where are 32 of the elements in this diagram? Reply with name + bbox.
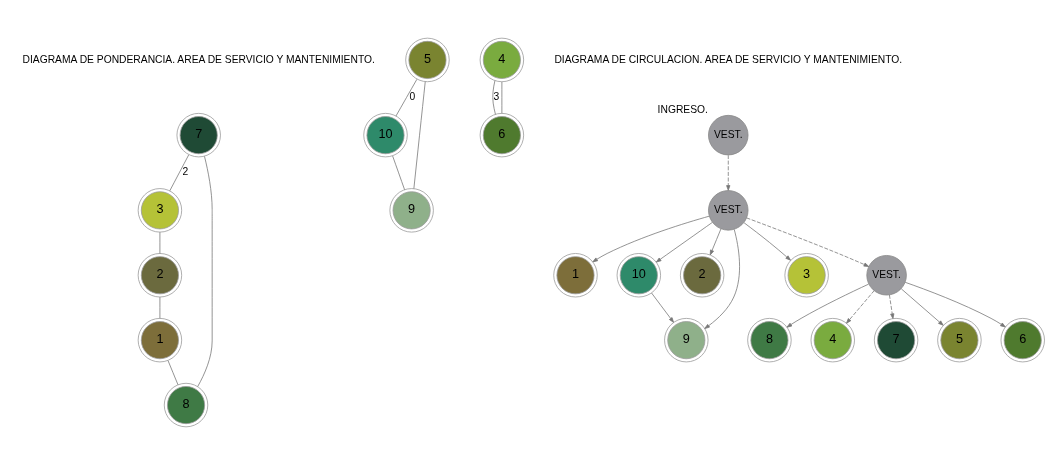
connector [159,296,161,319]
connector [197,155,213,387]
connector [169,154,190,192]
arrow [900,288,944,326]
arrow [704,229,740,329]
node-circle: VEST. [866,255,907,296]
arrow [726,154,731,191]
arrow [746,217,870,267]
arrow [786,283,869,328]
connector [501,81,503,114]
arrow [592,215,710,263]
label: DIAGRAMA DE PONDERANCIA. AREA DE SERVICIO Y MANTENIMIENTO. [22,53,375,65]
connector [492,80,496,115]
arrow [709,228,722,256]
node-circle: VEST. [708,190,749,231]
arrow [743,222,791,261]
arrow [846,290,875,324]
arrow [655,221,713,263]
edge-label: 2 [182,166,189,178]
connector [395,78,418,117]
edge-label: 3 [493,91,500,103]
arrow [651,292,674,323]
edge-label: 0 [409,91,416,103]
arrow [904,281,1006,328]
arrow [889,294,895,319]
label: DIAGRAMA DE CIRCULACION. AREA DE SERVICIO Y MANTENIMIENTO. [554,53,903,65]
connector [413,81,426,190]
node-circle: VEST. [708,114,749,156]
node-label: INGRESO. [657,103,708,115]
connector [167,360,179,386]
connector [159,231,161,254]
connector [392,155,405,191]
